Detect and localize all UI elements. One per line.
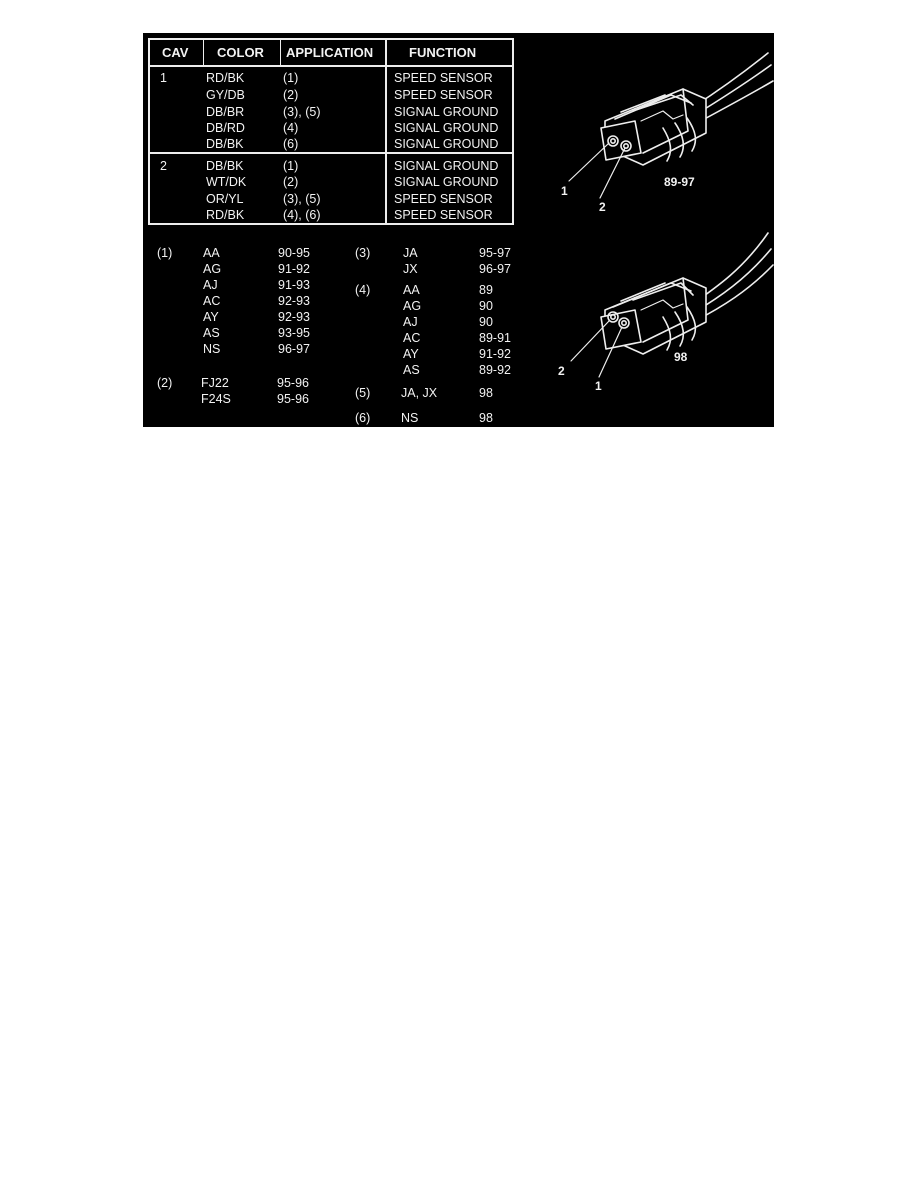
wire-application: (2) xyxy=(283,88,299,102)
wire-application: (4) xyxy=(283,121,299,135)
note-model: AJ xyxy=(203,278,218,292)
connector-caption: 89-97 xyxy=(664,175,695,189)
wire-function: SIGNAL GROUND xyxy=(394,159,499,173)
wire-color: OR/YL xyxy=(206,192,244,206)
note-model: AC xyxy=(403,331,421,345)
callout-number: 2 xyxy=(599,200,606,214)
table-border-bottom xyxy=(148,223,514,225)
note-model: AG xyxy=(203,262,222,276)
two-pin-connector-icon xyxy=(570,232,774,378)
note-model: JX xyxy=(403,262,418,276)
wire-color: RD/BK xyxy=(206,208,245,222)
wire-application: (2) xyxy=(283,175,299,189)
note-model: JA xyxy=(403,246,418,260)
note-model: AJ xyxy=(403,315,418,329)
wire-color: RD/BK xyxy=(206,71,245,85)
table-col-divider-3 xyxy=(385,38,387,225)
wire-application: (4), (6) xyxy=(283,208,321,222)
note-years: 89 xyxy=(479,283,493,297)
note-id: (5) xyxy=(355,386,371,400)
wire-application: (1) xyxy=(283,159,299,173)
wire-function: SPEED SENSOR xyxy=(394,88,493,102)
table-col-divider-2 xyxy=(280,38,281,66)
wire-function: SPEED SENSOR xyxy=(394,192,493,206)
note-id: (2) xyxy=(157,376,173,390)
header-cav: CAV xyxy=(162,45,189,60)
note-years: 92-93 xyxy=(278,294,310,308)
note-years: 92-93 xyxy=(278,310,310,324)
connector-drawings xyxy=(568,52,774,378)
header-color: COLOR xyxy=(217,45,264,60)
cav-number: 1 xyxy=(160,71,167,85)
note-model: AY xyxy=(403,347,419,361)
note-model: AG xyxy=(403,299,422,313)
two-pin-connector-icon xyxy=(568,52,774,199)
note-id: (1) xyxy=(157,246,173,260)
callout-number: 1 xyxy=(595,379,602,393)
note-years: 98 xyxy=(479,386,493,400)
wire-function: SPEED SENSOR xyxy=(394,208,493,222)
note-years: 93-95 xyxy=(278,326,310,340)
note-years: 95-96 xyxy=(277,376,309,390)
note-id: (3) xyxy=(355,246,371,260)
note-model: AS xyxy=(203,326,220,340)
wire-application: (3), (5) xyxy=(283,192,321,206)
table-border-top xyxy=(148,38,514,40)
note-model: FJ22 xyxy=(201,376,229,390)
note-years: 98 xyxy=(479,411,493,425)
connector-caption: 98 xyxy=(674,350,688,364)
note-years: 95-96 xyxy=(277,392,309,406)
note-years: 91-92 xyxy=(479,347,511,361)
wire-color: DB/RD xyxy=(206,121,245,135)
note-years: 89-91 xyxy=(479,331,511,345)
note-model: NS xyxy=(203,342,221,356)
cav-number: 2 xyxy=(160,159,167,173)
note-years: 90-95 xyxy=(278,246,310,260)
table-border-right xyxy=(512,38,514,225)
note-id: (6) xyxy=(355,411,371,425)
note-years: 96-97 xyxy=(479,262,511,276)
note-id: (4) xyxy=(355,283,371,297)
note-model: AA xyxy=(203,246,220,260)
wire-application: (6) xyxy=(283,137,299,151)
wire-function: SPEED SENSOR xyxy=(394,71,493,85)
note-years: 90 xyxy=(479,299,493,313)
note-model: AA xyxy=(403,283,420,297)
wire-color: GY/DB xyxy=(206,88,245,102)
wire-function: SIGNAL GROUND xyxy=(394,175,499,189)
note-years: 91-92 xyxy=(278,262,310,276)
note-model: F24S xyxy=(201,392,231,406)
callout-number: 2 xyxy=(558,364,565,378)
wire-color: DB/BR xyxy=(206,105,245,119)
table-col-divider-1 xyxy=(203,38,204,66)
note-years: 95-97 xyxy=(479,246,511,260)
note-years: 89-92 xyxy=(479,363,511,377)
wire-application: (3), (5) xyxy=(283,105,321,119)
note-years: 90 xyxy=(479,315,493,329)
wire-color: WT/DK xyxy=(206,175,247,189)
header-application: APPLICATION xyxy=(286,45,374,60)
note-years: 96-97 xyxy=(278,342,310,356)
wire-color: DB/BK xyxy=(206,159,244,173)
wire-color: DB/BK xyxy=(206,137,244,151)
table-border-left xyxy=(148,38,150,225)
note-model: AS xyxy=(403,363,420,377)
table-group-divider xyxy=(148,152,514,154)
table-header-divider xyxy=(148,65,514,67)
note-model: JA, JX xyxy=(401,386,438,400)
note-years: 91-93 xyxy=(278,278,310,292)
wiring-figure: CAV COLOR APPLICATION FUNCTION 1 RD/BK (… xyxy=(143,33,774,427)
callout-number: 1 xyxy=(561,184,568,198)
wire-function: SIGNAL GROUND xyxy=(394,105,499,119)
note-model: NS xyxy=(401,411,419,425)
wire-application: (1) xyxy=(283,71,299,85)
note-model: AC xyxy=(203,294,221,308)
note-model: AY xyxy=(203,310,219,324)
header-function: FUNCTION xyxy=(409,45,477,60)
wire-function: SIGNAL GROUND xyxy=(394,137,499,151)
wire-function: SIGNAL GROUND xyxy=(394,121,499,135)
